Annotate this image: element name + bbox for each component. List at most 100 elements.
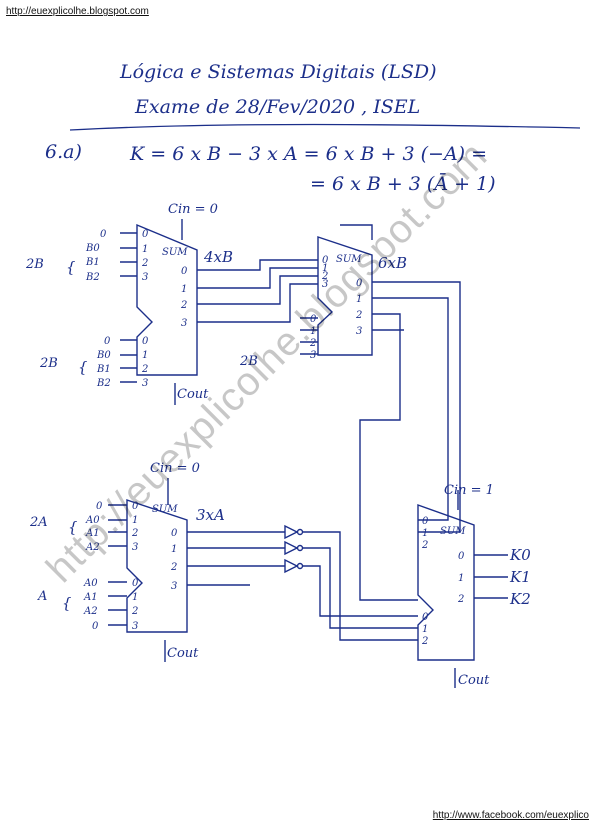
adder2-a-idx-2: 2 <box>321 271 328 282</box>
adder3-b-in-0: A0 <box>83 578 98 589</box>
adder3-b-idx-3: 3 <box>132 621 138 632</box>
adder2-b-idx-0: 0 <box>310 314 317 325</box>
adder3-cin: Cin = 0 <box>150 461 200 476</box>
brace-2b-b: { <box>78 358 88 376</box>
wire-4b-2 <box>197 275 318 305</box>
inverter-0 <box>284 524 299 540</box>
adder4-cin: Cin = 1 <box>444 483 494 498</box>
wire-na-0 <box>303 531 418 641</box>
inverter-0-bubble <box>296 528 304 536</box>
adder1-out-idx-2: 2 <box>180 300 187 311</box>
adder3-sum: SUM <box>152 504 178 515</box>
adder1-b-in-0: 0 <box>104 336 111 347</box>
adder2-body <box>317 236 373 356</box>
adder2-b-idx-3: 3 <box>310 350 316 361</box>
adder3-a-idx-3: 3 <box>132 542 138 553</box>
adder3-b-in-1: A1 <box>83 592 98 603</box>
brace-2b-a: { <box>66 258 76 276</box>
adder1-a-idx-0: 0 <box>142 229 149 240</box>
adder2-sum: SUM <box>336 254 362 265</box>
question-label: 6.a) <box>45 141 82 163</box>
equation-line-1: K = 6 x B − 3 x A = 6 x B + 3 (−A) = <box>129 143 487 165</box>
adder1-sum: SUM <box>162 247 188 258</box>
adder3-a-idx-2: 2 <box>131 528 138 539</box>
adder2-out-idx-3: 3 <box>356 326 362 337</box>
inverter-2 <box>284 558 299 574</box>
adder3-cout: Cout <box>167 646 199 661</box>
wire-4b-3 <box>197 283 318 323</box>
brace-2a: { <box>68 518 78 536</box>
adder2-a-idx-3: 3 <box>322 279 328 290</box>
adder3-out-idx-1: 1 <box>171 544 177 555</box>
adder1-group-b: 2B <box>39 356 58 371</box>
adder1-out-label: 4xB <box>203 248 233 266</box>
inverter-1 <box>284 540 299 556</box>
adder2-out-idx-1: 1 <box>356 294 362 305</box>
adder1-a-in-1: B0 <box>85 243 100 254</box>
title-line-2: Exame de 28/Fev/2020 , ISEL <box>134 96 420 118</box>
inverter-1-bubble <box>296 544 304 552</box>
inverter-2-bubble <box>296 562 304 570</box>
title-underline <box>69 123 581 131</box>
wire-na-2 <box>303 565 418 617</box>
adder3-a-idx-0: 0 <box>132 501 139 512</box>
adder2-b-wires <box>300 317 318 355</box>
adder3-group-a: 2A <box>29 515 48 530</box>
adder3-a-in-0: 0 <box>96 501 103 512</box>
adder1-b-idx-2: 2 <box>141 364 148 375</box>
adder3-b-idx-2: 2 <box>131 606 138 617</box>
output-k1: K1 <box>509 568 531 586</box>
adder1-a-wires <box>120 232 137 277</box>
adder3-body <box>126 499 188 633</box>
adder1-b-in-3: B2 <box>96 378 111 389</box>
adder3-b-in-2: A2 <box>83 606 98 617</box>
title-block: Lógica e Sistemas Digitais (LSD) Exame d… <box>69 61 581 131</box>
wire-6b-1 <box>372 281 461 533</box>
adder2-group-b: 2B <box>239 354 258 369</box>
adder3-out-idx-3: 3 <box>171 581 177 592</box>
adder3-out-idx-2: 2 <box>170 562 177 573</box>
adder1-b-in-2: B1 <box>96 364 111 375</box>
adder4-out-idx-0: 0 <box>458 551 465 562</box>
adder3-b-wires <box>108 581 127 626</box>
adder2-out-idx-2: 2 <box>355 310 362 321</box>
wire-6b-0 <box>372 297 449 521</box>
adder2-b-idx-1: 1 <box>310 326 316 337</box>
adder3-out-idx-0: 0 <box>171 528 178 539</box>
adder4-b-idx-1: 1 <box>422 624 428 635</box>
adder4-a-idx-1: 1 <box>422 528 428 539</box>
adder4-b-idx-2: 2 <box>421 636 428 647</box>
adder3-a-in-1: A0 <box>85 515 100 526</box>
adder4-sum: SUM <box>440 526 466 537</box>
adder4-a-idx-0: 0 <box>422 516 429 527</box>
adder1-a-idx-1: 1 <box>142 244 148 255</box>
adder4-out-idx-1: 1 <box>458 573 464 584</box>
equation-block: 6.a) K = 6 x B − 3 x A = 6 x B + 3 (−A) … <box>45 141 496 195</box>
adder2-out-idx-0: 0 <box>356 278 363 289</box>
adder4-a-idx-2: 2 <box>421 540 428 551</box>
adder3-b-idx-1: 1 <box>132 592 138 603</box>
facebook-link[interactable]: http://www.facebook.com/euexplico <box>432 810 589 821</box>
adder4-b-idx-0: 0 <box>422 612 429 623</box>
adder1-out-idx-3: 3 <box>181 318 187 329</box>
title-line-1: Lógica e Sistemas Digitais (LSD) <box>119 61 437 83</box>
adder1-out-idx-0: 0 <box>181 266 188 277</box>
adder1-b-idx-3: 3 <box>142 378 148 389</box>
adder3-b-in-3: 0 <box>92 621 99 632</box>
adder1-b-idx-1: 1 <box>142 350 148 361</box>
blog-link[interactable]: http://euexplicolhe.blogspot.com <box>6 6 149 17</box>
wire-4b-0 <box>197 259 318 271</box>
adder4-cout: Cout <box>458 673 490 688</box>
adder1-a-idx-2: 2 <box>141 258 148 269</box>
adder1-b-in-1: B0 <box>96 350 111 361</box>
adder3-a-wires <box>108 504 127 547</box>
adder4-body <box>417 504 475 661</box>
adder1-a-in-0: 0 <box>100 229 107 240</box>
adder3-a-in-3: A2 <box>85 542 100 553</box>
brace-a: { <box>62 594 72 612</box>
adder1-b-idx-0: 0 <box>142 336 149 347</box>
adder2-top-wire <box>340 224 373 240</box>
adder2-a-idx-1: 1 <box>322 263 328 274</box>
wire-na-1 <box>303 547 418 629</box>
